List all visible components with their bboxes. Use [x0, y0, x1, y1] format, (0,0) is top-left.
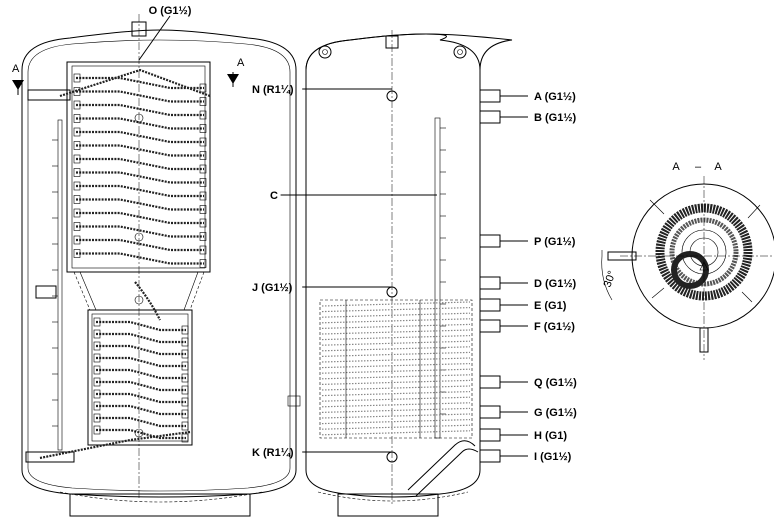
right-coil-turn: [321, 379, 471, 385]
left-pipe-mid: [35, 285, 57, 299]
upper-coil-turn: [76, 103, 204, 117]
right-tank-view: [305, 30, 513, 517]
lifting-eye-left: [318, 45, 332, 59]
label-n: N (R1¼): [252, 84, 294, 96]
lower-coil-turn: [96, 356, 186, 368]
upper-coil-turn: [76, 252, 204, 265]
lower-coil-box: [87, 309, 193, 446]
lower-coil-turn: [96, 416, 186, 428]
label-q: Q (G1½): [534, 377, 577, 389]
upper-coil-turn: [76, 198, 204, 211]
right-coil-turn: [321, 335, 471, 341]
right-coil-turn: [321, 346, 471, 352]
nozzle-a: [479, 89, 501, 103]
lower-coil-turn: [96, 344, 186, 356]
lifting-eye-right: [453, 45, 467, 59]
right-coil-turn: [321, 307, 471, 313]
right-coil-turn: [321, 318, 471, 324]
nozzle-h: [479, 428, 501, 442]
right-coil-turn: [321, 391, 471, 397]
right-coil-turn: [321, 407, 471, 413]
right-coil-turn: [321, 351, 471, 357]
upper-coil-turn: [76, 157, 204, 171]
section-mark-left: A: [12, 63, 20, 75]
right-coil-turn: [321, 323, 471, 329]
lower-coil-turn: [96, 368, 186, 380]
section-a-a: A – A 30°: [601, 161, 774, 360]
left-tank-view: [12, 14, 301, 517]
label-a: A (G1½): [534, 91, 576, 103]
label-k: K (R1¼): [252, 447, 294, 459]
right-coil-turn: [321, 363, 471, 369]
label-e: E (G1): [534, 300, 567, 312]
lower-coil-turn: [96, 380, 186, 392]
upper-coil-turn: [76, 90, 204, 103]
nozzle-b: [479, 110, 501, 124]
port-n: [386, 90, 398, 102]
upper-coil-turn: [76, 117, 204, 130]
label-b: B (G1½): [534, 112, 577, 124]
right-coil-turn: [321, 419, 471, 425]
lower-coil-turn: [96, 320, 186, 332]
label-leaders: [280, 88, 528, 457]
lower-coil-turn: [96, 404, 186, 416]
upper-coil-box: [66, 61, 211, 273]
right-coil-turn: [321, 329, 471, 335]
left-pipe-lower: [25, 451, 75, 463]
nozzle-d: [479, 276, 501, 290]
right-coil-turn: [321, 301, 471, 307]
upper-coil-turn: [76, 238, 204, 252]
label-h: H (G1): [534, 430, 567, 442]
nozzle-g: [479, 405, 501, 419]
right-coil-turn: [321, 340, 471, 346]
nozzle-e: [479, 298, 501, 312]
label-f: F (G1½): [534, 321, 575, 333]
nozzle-q: [479, 375, 501, 389]
label-d: D (G1½): [534, 278, 577, 290]
nozzle-f: [479, 319, 501, 333]
right-coil-turn: [321, 357, 471, 363]
left-pipe-upper: [27, 89, 71, 101]
right-coil-turn: [321, 368, 471, 374]
upper-coil-turn: [76, 171, 204, 184]
section-title-dash: –: [695, 161, 702, 173]
upper-coil-turn: [76, 144, 204, 157]
lower-coil-turn: [96, 428, 186, 440]
lower-coil-turn: [96, 332, 186, 344]
label-g: G (G1½): [534, 407, 577, 419]
nozzle-p: [479, 234, 501, 248]
section-title-left: A: [672, 161, 680, 173]
upper-coil-turn: [76, 211, 204, 225]
section-mark-right: A: [237, 57, 245, 69]
right-tank-base: [337, 493, 439, 517]
right-coil-turn: [321, 424, 471, 430]
right-coil-turn: [321, 385, 471, 391]
right-coil-turn: [321, 413, 471, 419]
label-o: O (G1½): [149, 5, 192, 17]
nozzle-i: [479, 449, 501, 463]
upper-coil-turn: [76, 184, 204, 198]
right-coil-turn: [321, 374, 471, 380]
tank-base: [69, 493, 251, 517]
lower-coil-turn: [96, 392, 186, 404]
right-coil-turn: [321, 430, 471, 436]
section-title-right: A: [714, 161, 722, 173]
upper-coil-turn: [76, 225, 204, 238]
label-c: C: [270, 190, 278, 202]
right-coil-turn: [321, 396, 471, 402]
label-i: I (G1½): [534, 451, 572, 463]
upper-coil-turn: [76, 130, 204, 144]
right-coil-turn: [321, 312, 471, 318]
label-j: J (G1½): [252, 282, 293, 294]
right-coil-turn: [321, 402, 471, 408]
label-p: P (G1½): [534, 236, 576, 248]
angle-label: 30°: [602, 269, 619, 289]
